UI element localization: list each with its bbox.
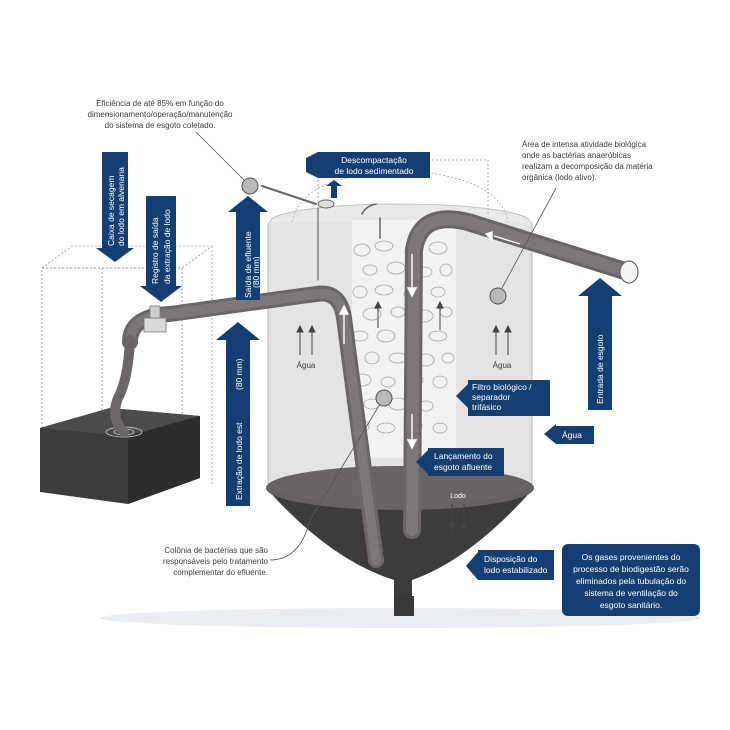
svg-text:trifásico: trifásico bbox=[472, 402, 502, 412]
efficiency-marker bbox=[241, 177, 259, 195]
drying-box-label: Caixa de secagem do lodo em alvenaria bbox=[96, 152, 134, 262]
svg-text:Os gases provenientes do: Os gases provenientes do bbox=[582, 552, 681, 562]
svg-text:orgânica (lodo ativo).: orgânica (lodo ativo). bbox=[522, 173, 597, 182]
outlet-valve bbox=[143, 305, 167, 333]
decompaction-label: Descompactação de lodo sedimentado bbox=[306, 152, 430, 198]
svg-text:responsáveis pelo tratamento: responsáveis pelo tratamento bbox=[163, 557, 269, 566]
svg-text:complementar do efluente.: complementar do efluente. bbox=[173, 568, 268, 577]
water-right-label: Água bbox=[493, 361, 512, 370]
biofilter-label: Filtro biológico / separador trifásico bbox=[456, 380, 550, 416]
colony-annotation: Colônia de bactérias que são responsávei… bbox=[163, 546, 269, 577]
bio-area-annotation: Área de intensa atividade biológica onde… bbox=[522, 140, 653, 182]
flow-arrows bbox=[219, 231, 521, 450]
water-side-label: Água bbox=[544, 424, 594, 444]
colony-marker bbox=[375, 389, 393, 407]
svg-text:dimensionamento/operação/manut: dimensionamento/operação/manutenção bbox=[88, 110, 234, 119]
pipes bbox=[110, 185, 639, 568]
ground-shadow bbox=[100, 608, 700, 628]
svg-text:lodo estabilizado: lodo estabilizado bbox=[484, 565, 548, 575]
svg-text:(80 mm): (80 mm) bbox=[251, 256, 261, 288]
svg-text:Eficiência de até 85% em funçã: Eficiência de até 85% em função do bbox=[96, 99, 224, 108]
water-flow-arrows bbox=[296, 300, 512, 532]
efficiency-annotation: Eficiência de até 85% em função do dimen… bbox=[88, 99, 234, 130]
svg-text:eliminados pela tubulação do: eliminados pela tubulação do bbox=[576, 576, 686, 586]
svg-text:Disposição do: Disposição do bbox=[484, 554, 538, 564]
sludge-cone bbox=[266, 488, 534, 614]
svg-text:(80 mm): (80 mm) bbox=[234, 358, 244, 390]
svg-text:Filtro biológico /: Filtro biológico / bbox=[472, 382, 532, 392]
svg-text:Saída de efluente: Saída de efluente bbox=[243, 231, 253, 298]
svg-text:sistema de ventilação do: sistema de ventilação do bbox=[584, 588, 678, 598]
svg-text:Colônia de bactérias que são: Colônia de bactérias que são bbox=[164, 546, 268, 555]
svg-text:de lodo sedimentado: de lodo sedimentado bbox=[335, 166, 414, 176]
gases-info-box: Os gases provenientes do processo de bio… bbox=[562, 544, 700, 616]
svg-text:esgoto afluente: esgoto afluente bbox=[434, 462, 492, 472]
svg-text:Caixa de secagem: Caixa de secagem bbox=[106, 176, 116, 246]
bio-area-marker bbox=[489, 287, 507, 305]
svg-text:Área de intensa atividade biol: Área de intensa atividade biológica bbox=[522, 140, 647, 149]
svg-text:do sistema de esgoto coletado.: do sistema de esgoto coletado. bbox=[105, 121, 216, 130]
influent-discharge-label: Lançamento do esgoto afluente bbox=[416, 448, 504, 476]
sludge-disposal-label: Disposição do lodo estabilizado bbox=[466, 550, 554, 580]
sludge-extraction-label: Extração de lodo est (80 mm) bbox=[216, 322, 260, 506]
sludge-label: Lodo bbox=[450, 493, 466, 500]
svg-text:realizam a decomposição da mat: realizam a decomposição da matéria bbox=[522, 162, 653, 171]
svg-text:Extração de lodo est: Extração de lodo est bbox=[234, 422, 244, 500]
water-left-label: Água bbox=[297, 361, 316, 370]
svg-text:separador: separador bbox=[472, 392, 510, 402]
svg-text:da extração de lodo: da extração de lodo bbox=[162, 209, 172, 284]
svg-text:processo de biodigestão serão: processo de biodigestão serão bbox=[573, 564, 689, 574]
svg-text:esgoto sanitário.: esgoto sanitário. bbox=[600, 600, 662, 610]
svg-text:Lançamento do: Lançamento do bbox=[434, 451, 493, 461]
svg-text:do lodo em alvenaria: do lodo em alvenaria bbox=[116, 167, 126, 246]
sewage-inlet-label: Entrada de esgoto bbox=[578, 278, 622, 410]
effluent-outlet-label: Saída de efluente (80 mm) bbox=[228, 196, 268, 300]
svg-text:onde as bactérias anaeróbicas: onde as bactérias anaeróbicas bbox=[522, 151, 631, 160]
leader-lines bbox=[195, 131, 557, 561]
svg-text:Água: Água bbox=[562, 430, 582, 440]
svg-text:Descompactação: Descompactação bbox=[341, 155, 407, 165]
svg-text:Registro de saída: Registro de saída bbox=[150, 217, 160, 284]
outlet-register-label: Registro de saída da extração de lodo bbox=[140, 196, 182, 302]
svg-text:Entrada de esgoto: Entrada de esgoto bbox=[595, 334, 605, 404]
drying-box bbox=[40, 245, 214, 504]
